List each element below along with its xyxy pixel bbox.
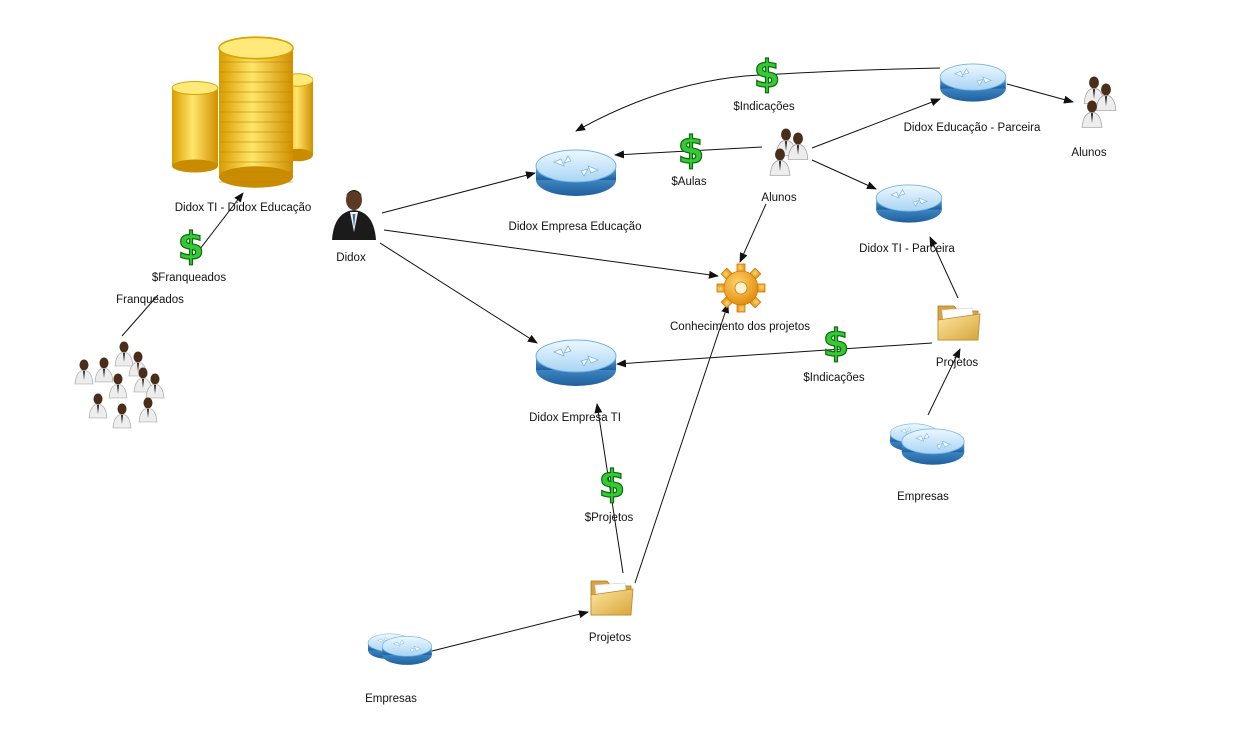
aulas-money-label: $Aulas: [671, 176, 706, 188]
edge-projetos-right-to-ti-parceira: [929, 236, 959, 299]
projetos-right-label: Projetos: [936, 357, 978, 369]
projetos-bottom-folder-icon: [590, 580, 634, 616]
edge-didox-to-conhecimento: [383, 229, 719, 279]
edge-didox-to-empresa-educacao: [381, 171, 536, 214]
edge-projetos-right-to-empresa-ti: [616, 342, 933, 368]
empresa-ti-label: Didox Empresa TI: [529, 412, 621, 424]
projetos-bottom-label: Projetos: [589, 632, 631, 644]
edge-educacao-parceira-to-empresa-educacao: [575, 67, 941, 132]
edge-franqueados-group-to-label: [121, 294, 159, 337]
projetos-money-label: $Projetos: [585, 512, 634, 524]
edge-empresas-to-projetos: [431, 610, 589, 652]
empresas-right-router-icon: [889, 423, 965, 466]
edge-alunos-to-ti-parceira: [811, 159, 877, 190]
coin-stack-icon: [171, 36, 314, 189]
franqueados-label: Franqueados: [116, 294, 184, 306]
empresas-bottom-label: Empresas: [365, 693, 417, 705]
alunos-center-people-group-icon: [769, 127, 809, 176]
empresas-right-label: Empresas: [897, 491, 949, 503]
alunos-right-people-group-icon: [1081, 75, 1117, 128]
projetos-right-folder-icon: [937, 305, 981, 341]
projetos-dollar-icon: [598, 461, 626, 507]
edge-alunos-to-educacao-parceira: [811, 98, 941, 149]
edge-empresas-right-to-projetos: [927, 348, 961, 416]
conhecimento-label: Conhecimento dos projetos: [670, 321, 810, 333]
empresa-educacao-label: Didox Empresa Educação: [509, 221, 642, 233]
empresa-ti-router-icon: [535, 339, 617, 387]
empresa-educacao-router-icon: [535, 149, 617, 197]
empresas-bottom-router-icon: [367, 633, 433, 666]
franqueados-people-group-icon: [74, 341, 165, 429]
franqueados-dollar-icon: [177, 223, 205, 269]
coins-label: Didox TI - Didox Educação: [175, 202, 312, 214]
indicacoes-mid-money-label: $Indicações: [803, 372, 865, 384]
ti-parceira-router-icon: [875, 184, 943, 224]
educacao-parceira-router-icon: [939, 63, 1007, 103]
edge-alunos-to-conhecimento: [739, 203, 767, 263]
didox-businessman-icon: [332, 190, 376, 240]
edge-didox-to-empresa-ti: [379, 242, 538, 344]
aulas-dollar-icon: [677, 127, 705, 173]
franqueados-money-label: $Franqueados: [152, 272, 226, 284]
indicacoes-mid-dollar-icon: [822, 320, 850, 366]
ti-parceira-label: Didox TI - Parceira: [859, 243, 955, 255]
indicacoes-top-dollar-icon: [753, 51, 781, 97]
educacao-parceira-label: Didox Educação - Parceira: [904, 122, 1041, 134]
alunos-center-label: Alunos: [761, 192, 796, 204]
conhecimento-gear-icon: [716, 263, 766, 313]
edge-projetos-to-conhecimento: [634, 303, 729, 584]
didox-label: Didox: [336, 252, 366, 264]
alunos-right-label: Alunos: [1071, 147, 1106, 159]
connections: [121, 67, 1074, 652]
indicacoes-top-money-label: $Indicações: [733, 101, 795, 113]
edge-educacao-parceira-to-alunos: [1006, 83, 1074, 104]
